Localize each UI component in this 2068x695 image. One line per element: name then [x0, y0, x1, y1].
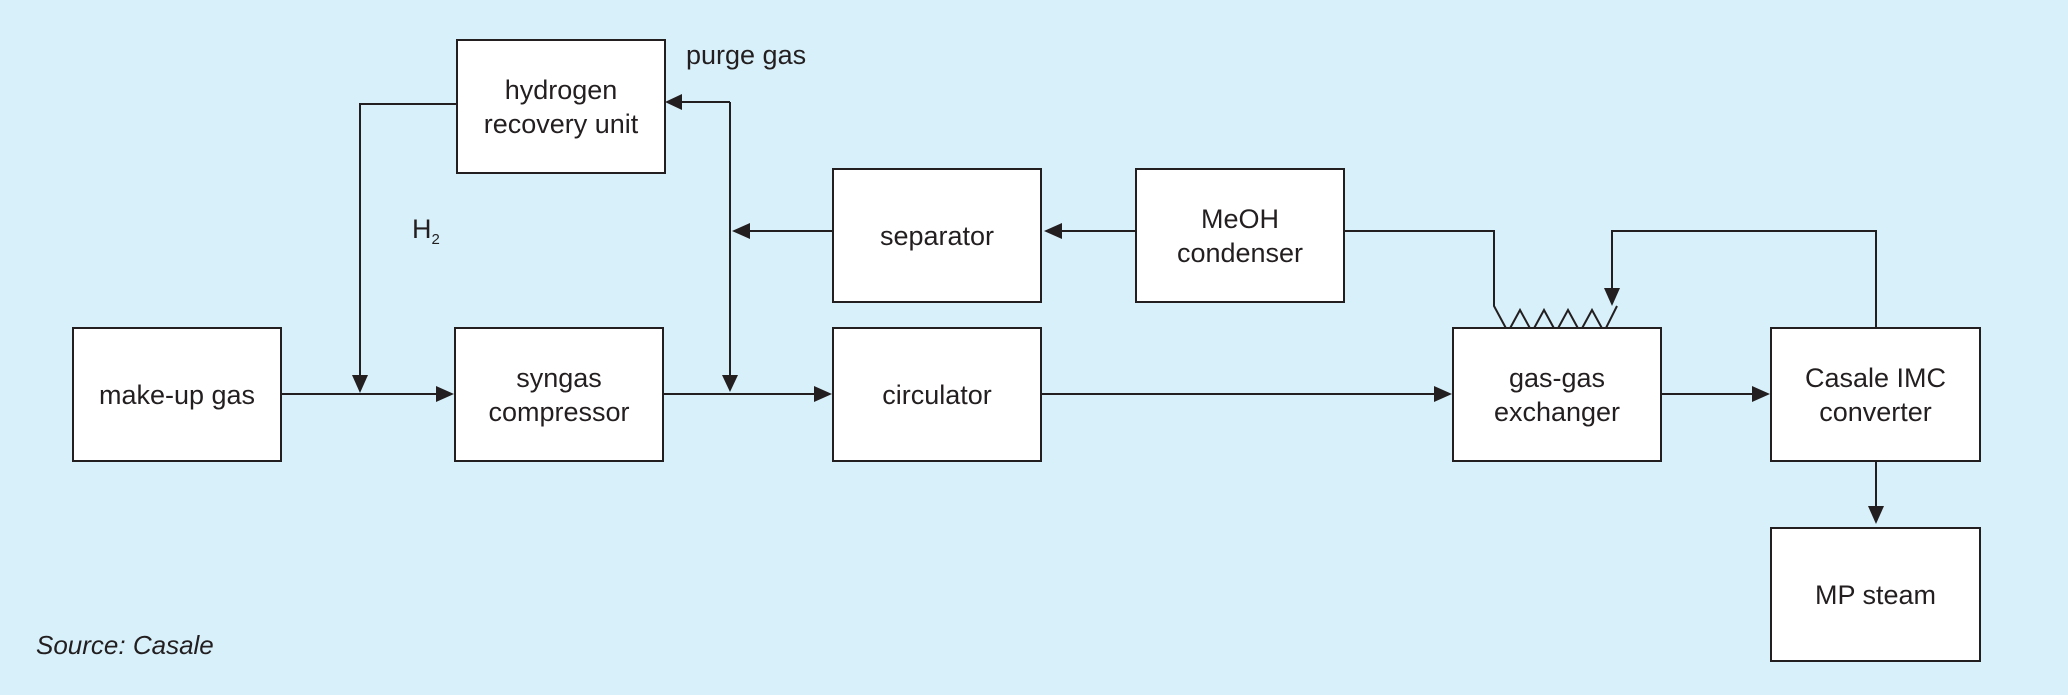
converter-to-steam-arrowhead	[1868, 506, 1884, 524]
purge-gas-arrowhead	[665, 94, 682, 110]
compressor-to-circulator-arrowhead	[814, 386, 832, 402]
meoh-condenser-box: MeOH condenser	[1135, 168, 1345, 303]
casale-imc-converter-label: Casale IMC converter	[1804, 362, 1947, 427]
converter-to-exchanger-line	[1611, 230, 1877, 328]
h2-main-text: H	[412, 214, 432, 244]
hydrogen-recovery-unit-label: hydrogen recovery unit	[483, 74, 639, 139]
separator-box: separator	[832, 168, 1042, 303]
condenser-to-exchanger-coil	[1344, 230, 1618, 335]
circulator-box: circulator	[832, 327, 1042, 462]
syngas-compressor-box: syngas compressor	[454, 327, 664, 462]
gas-gas-exchanger-label: gas-gas exchanger	[1493, 362, 1621, 427]
circulator-label: circulator	[882, 379, 992, 410]
gas-gas-exchanger-box: gas-gas exchanger	[1452, 327, 1662, 462]
h2-subscript: 2	[431, 231, 440, 248]
h2-arrowhead	[352, 375, 368, 393]
purge-gas-label: purge gas	[686, 40, 807, 70]
casale-imc-converter-box: Casale IMC converter	[1770, 327, 1981, 462]
separator-label: separator	[879, 220, 995, 251]
makeup-gas-box: make-up gas	[72, 327, 282, 462]
makeup-to-compressor-arrowhead	[436, 386, 454, 402]
syngas-compressor-label: syngas compressor	[488, 362, 630, 427]
converter-to-exchanger-arrowhead	[1604, 288, 1620, 306]
makeup-gas-label: make-up gas	[98, 379, 256, 410]
h2-return-line	[359, 103, 456, 378]
recycle-arrowhead	[722, 375, 738, 392]
separator-to-recycle-arrowhead	[732, 223, 750, 239]
circulator-to-exchanger-arrowhead	[1434, 386, 1452, 402]
meoh-condenser-label: MeOH condenser	[1176, 203, 1304, 268]
condenser-to-separator-arrowhead	[1044, 223, 1062, 239]
hydrogen-recovery-unit-box: hydrogen recovery unit	[456, 39, 666, 174]
h2-label: H2	[412, 214, 440, 248]
mp-steam-box: MP steam	[1770, 527, 1981, 662]
exchanger-to-converter-arrowhead	[1752, 386, 1770, 402]
mp-steam-label: MP steam	[1814, 579, 1937, 610]
source-caption: Source: Casale	[36, 630, 214, 660]
